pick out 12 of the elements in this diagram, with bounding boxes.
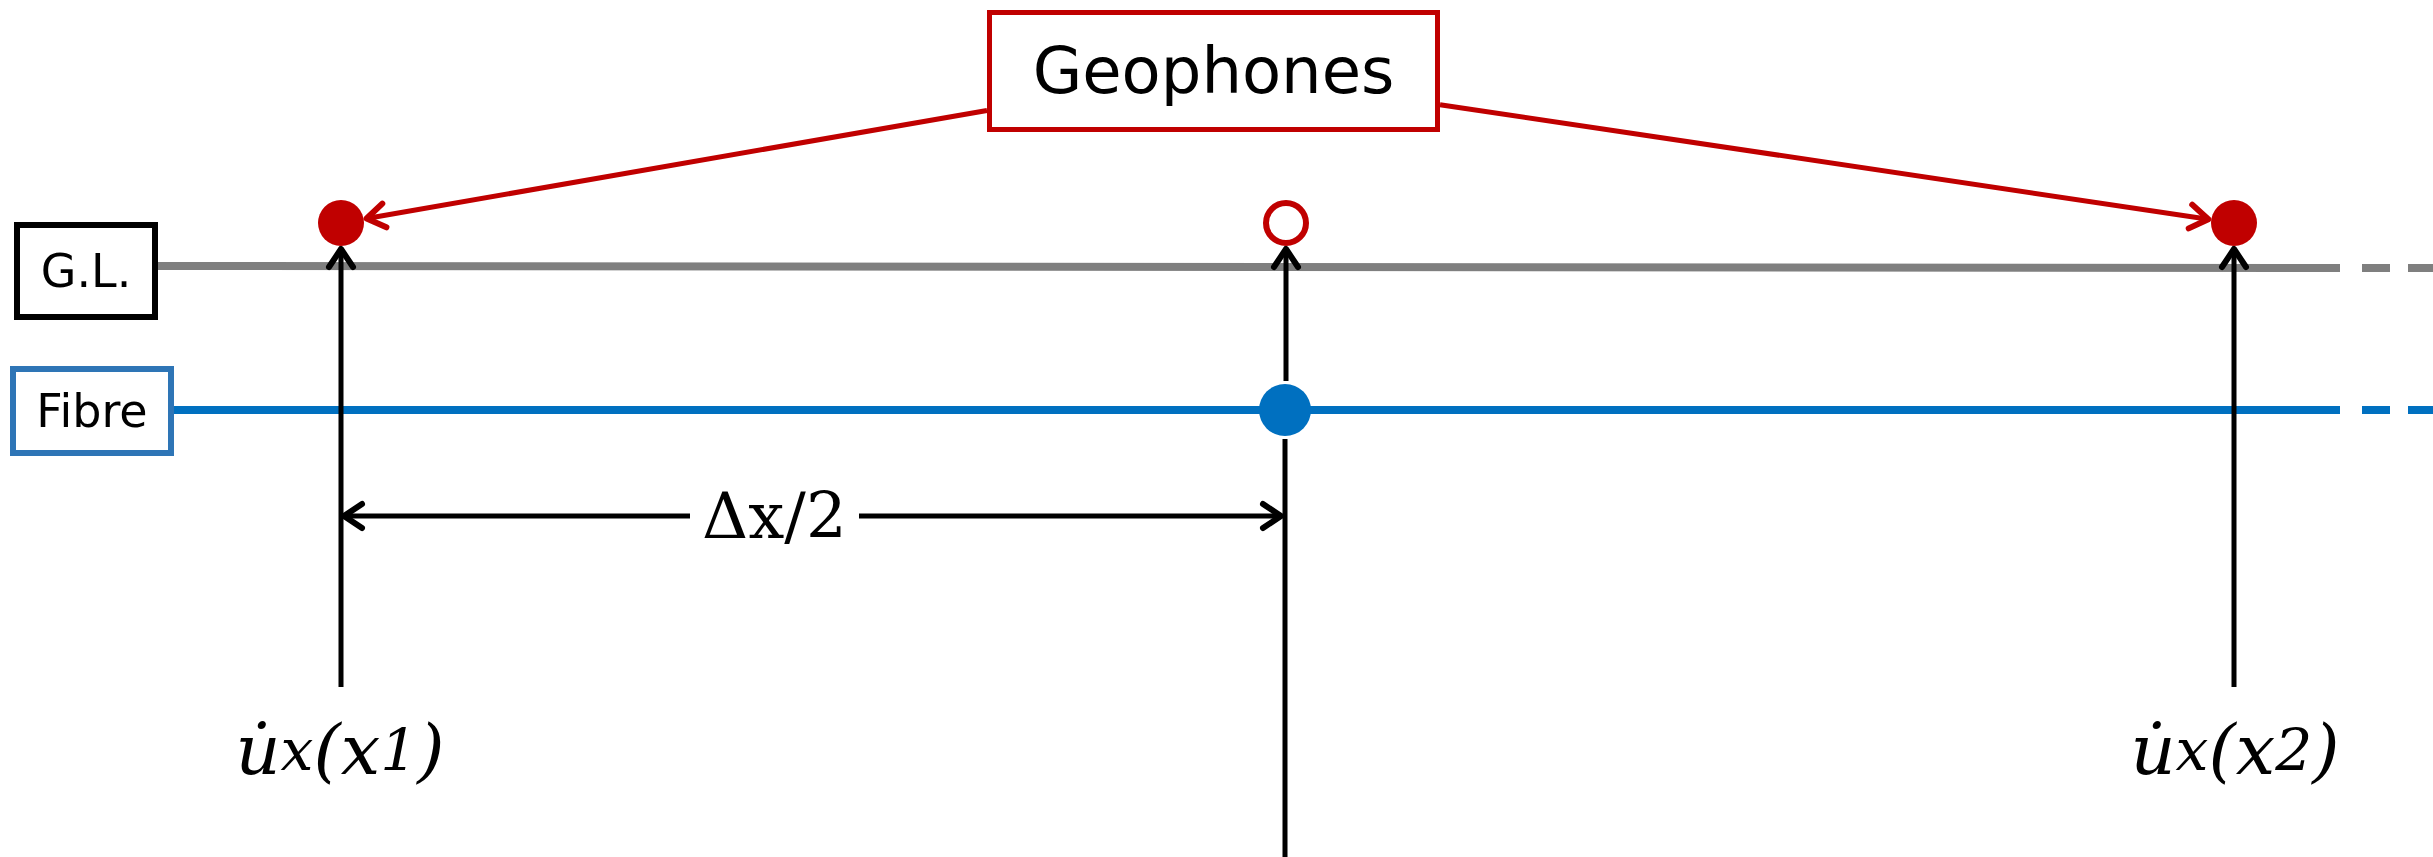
arrow bbox=[2219, 246, 2249, 687]
arrow bbox=[363, 108, 988, 231]
fibre-box: Fibre bbox=[10, 366, 174, 456]
geophone-ring bbox=[1263, 200, 1309, 246]
arrow bbox=[326, 246, 356, 687]
arrow bbox=[1439, 102, 2212, 232]
callout-box: Geophones bbox=[987, 10, 1440, 132]
ground-level-box: G.L. bbox=[14, 222, 158, 320]
arrow bbox=[1271, 246, 1301, 381]
geophone-dot bbox=[2211, 200, 2257, 246]
geophone-dot bbox=[318, 200, 364, 246]
connector-line bbox=[1282, 439, 1288, 857]
